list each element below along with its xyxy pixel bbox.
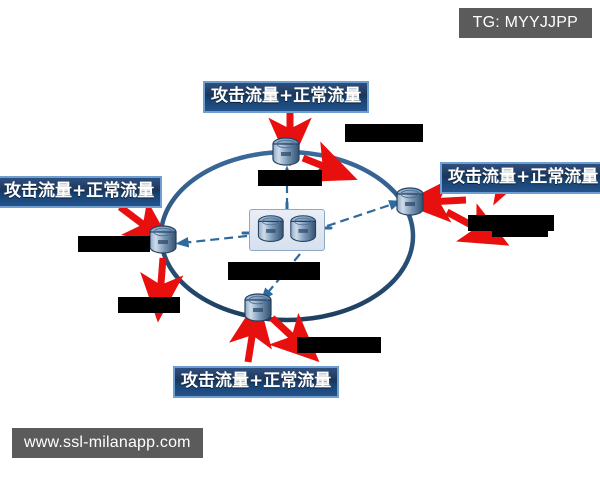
link-server-to-left — [175, 234, 248, 248]
traffic-label-top: 攻击流量+正常流量 — [203, 81, 370, 113]
arrow-bottom-out — [268, 312, 320, 363]
server-box-connectors — [241, 201, 333, 235]
router-right[interactable] — [391, 185, 429, 219]
arrow-left-in — [117, 200, 174, 247]
arrow-right-in — [401, 179, 467, 223]
router-top[interactable] — [267, 135, 305, 169]
arrow-top-out — [301, 141, 358, 182]
redaction-bar — [297, 337, 381, 353]
arrow-left-out — [140, 257, 184, 323]
server-cluster[interactable] — [249, 209, 325, 251]
traffic-label-bottom: 攻击流量+正常流量 — [173, 366, 340, 398]
traffic-label-left: 攻击流量+正常流量 — [0, 176, 163, 208]
redaction-bar — [78, 236, 150, 252]
server-pair-icon — [257, 215, 317, 242]
router-icon — [396, 187, 424, 216]
router-left[interactable] — [144, 223, 182, 257]
watermark: www.ssl-milanapp.com — [12, 428, 203, 458]
link-server-to-bottom — [260, 253, 301, 302]
router-icon — [244, 293, 272, 322]
router-bottom[interactable] — [239, 291, 277, 325]
arrow-bottom-in — [229, 297, 272, 363]
link-server-to-right — [326, 200, 403, 228]
redaction-bar — [345, 124, 423, 142]
router-icon — [272, 137, 300, 166]
tag-badge: TG: MYYJJPP — [458, 8, 592, 38]
traffic-label-right: 攻击流量+正常流量 — [440, 162, 600, 194]
redaction-bar — [228, 262, 320, 280]
redaction-bar — [258, 170, 322, 186]
router-icon — [149, 225, 177, 254]
redaction-bar — [492, 227, 548, 237]
redaction-bar — [118, 297, 180, 313]
